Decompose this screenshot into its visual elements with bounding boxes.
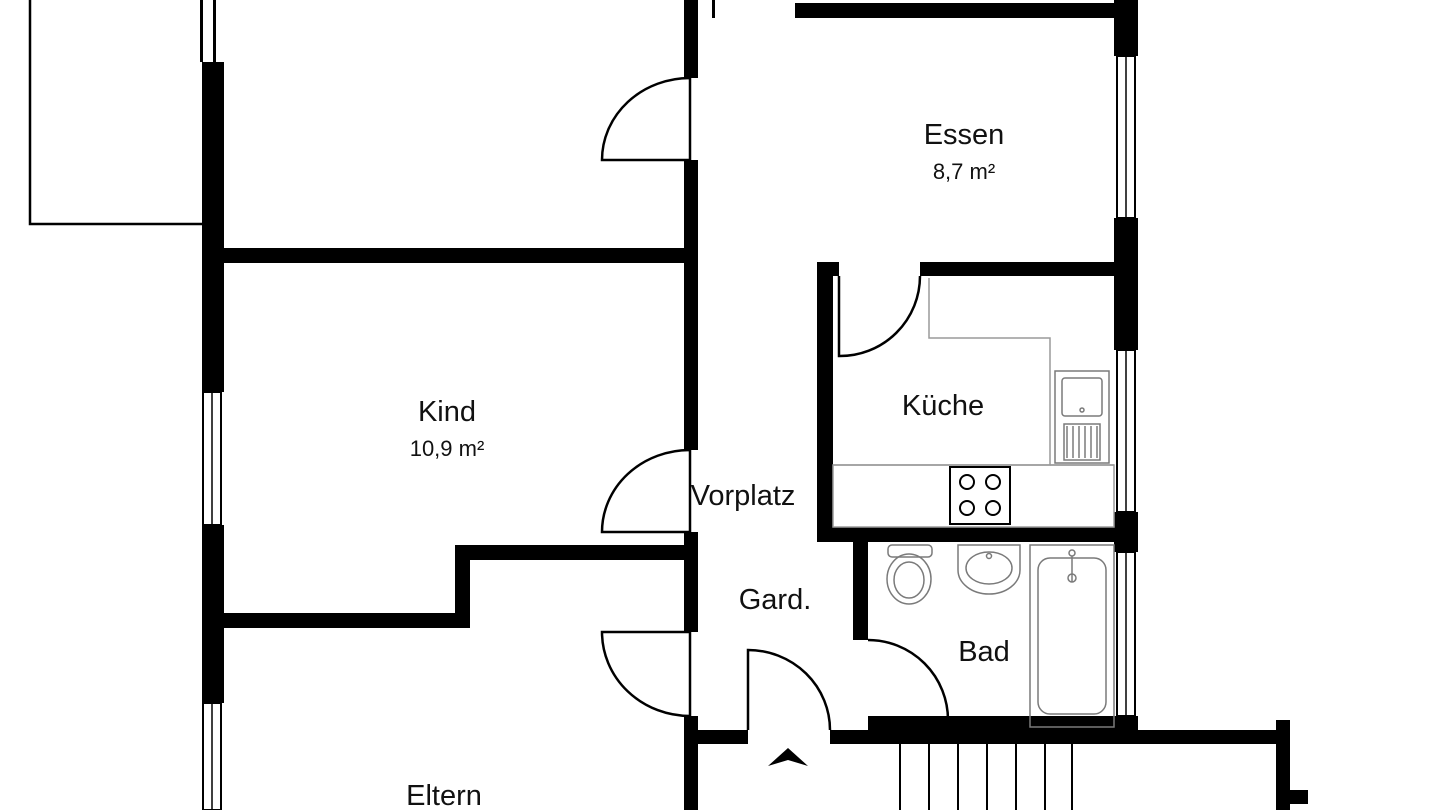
- entrance-arrow-icon: [768, 748, 808, 766]
- balcony: [28, 0, 216, 226]
- door-entrance: [746, 648, 832, 731]
- room-name-essen: Essen: [924, 119, 1005, 151]
- door-kueche: [837, 275, 922, 358]
- room-area-kind: 10,9 m²: [410, 436, 485, 461]
- room-labels: Essen 8,7 m² Kind 10,9 m² Küche Vorplatz…: [406, 119, 1010, 810]
- room-area-essen: 8,7 m²: [933, 159, 995, 184]
- walls: [202, 0, 1308, 810]
- door-top-left-room: [600, 76, 692, 162]
- room-name-vorplatz: Vorplatz: [691, 480, 796, 512]
- room-name-garderobe: Gard.: [739, 584, 812, 616]
- staircase: [899, 744, 1073, 810]
- room-name-kueche: Küche: [902, 390, 984, 422]
- kitchen-counter: [833, 278, 1051, 466]
- doors: [600, 76, 950, 731]
- toilet-icon: [886, 544, 933, 605]
- stove-icon: [949, 466, 1011, 525]
- washbasin-icon: [957, 544, 1021, 595]
- room-name-eltern: Eltern: [406, 780, 482, 810]
- windows: [202, 55, 1136, 810]
- room-name-bad: Bad: [958, 636, 1010, 668]
- door-kind: [600, 448, 692, 534]
- room-name-kind: Kind: [418, 396, 476, 428]
- door-eltern: [600, 630, 692, 718]
- bathroom-fixtures: [886, 544, 1115, 728]
- kitchen-fixtures: [832, 278, 1115, 528]
- bathtub-icon: [1029, 544, 1115, 728]
- door-bad: [867, 638, 950, 722]
- sink-icon: [1054, 370, 1110, 464]
